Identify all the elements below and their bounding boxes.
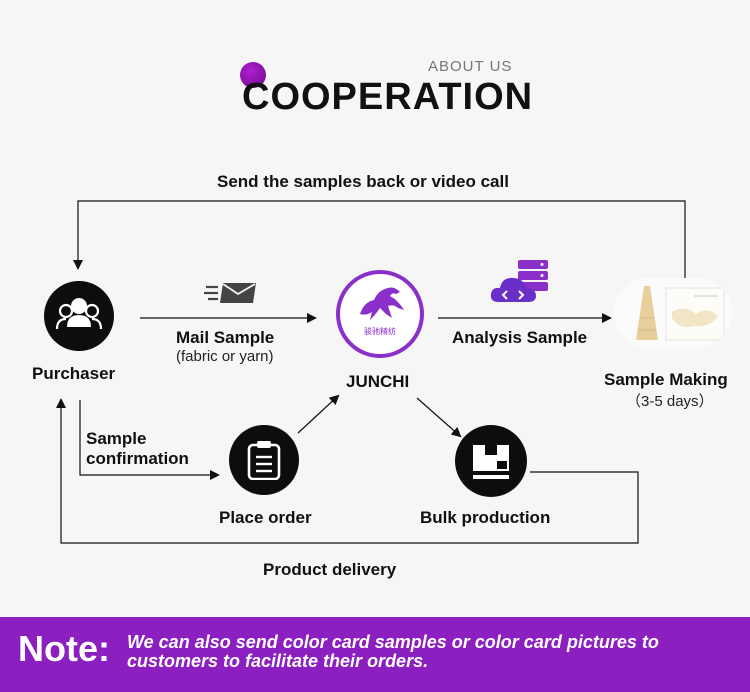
top-loop-label: Send the samples back or video call [217, 172, 509, 191]
product-delivery-label: Product delivery [263, 560, 397, 579]
analysis-sample-label: Analysis Sample [452, 328, 588, 347]
bulk-production-label: Bulk production [420, 508, 551, 527]
flow-connectors [56, 200, 686, 544]
analysis-icon [490, 260, 548, 302]
place-order-circle [229, 425, 299, 495]
sample-confirmation-label-1: Sample [86, 429, 147, 448]
note-label: Note: [18, 628, 110, 669]
purchaser-circle [44, 281, 114, 351]
logo-chinese-text: 骏驰精纺 [364, 327, 396, 336]
sample-making-photo [614, 278, 732, 348]
note-text: We can also send color card samples or c… [127, 632, 659, 671]
sample-making-note: （3-5 days） [626, 393, 714, 410]
about-us-label: ABOUT US [428, 58, 513, 75]
sample-making-label: Sample Making [604, 370, 728, 389]
bulk-production-circle [455, 425, 527, 497]
purchaser-label: Purchaser [32, 364, 116, 383]
top-loop-line [73, 200, 686, 278]
boxes-icon [473, 445, 509, 479]
place-order-arrow [297, 394, 340, 434]
mail-sample-label: Mail Sample [176, 328, 275, 347]
product-delivery-line [56, 398, 639, 544]
note-banner [0, 617, 750, 692]
clipboard-icon [247, 441, 281, 480]
sample-confirmation-line [79, 400, 220, 480]
sample-confirmation-label-2: confirmation [86, 449, 189, 468]
users-icon [55, 298, 103, 330]
junchi-label: JUNCHI [346, 372, 410, 391]
bulk-production-arrow [416, 397, 462, 438]
header-dot [240, 62, 266, 88]
page-title: COOPERATION [242, 76, 534, 118]
yarn-cone-image [636, 286, 725, 341]
mail-sample-note: (fabric or yarn) [176, 348, 274, 365]
place-order-label: Place order [219, 508, 312, 527]
mail-icon [204, 283, 256, 303]
junchi-logo: 骏驰精纺 [336, 270, 424, 358]
horse-icon [360, 287, 404, 320]
